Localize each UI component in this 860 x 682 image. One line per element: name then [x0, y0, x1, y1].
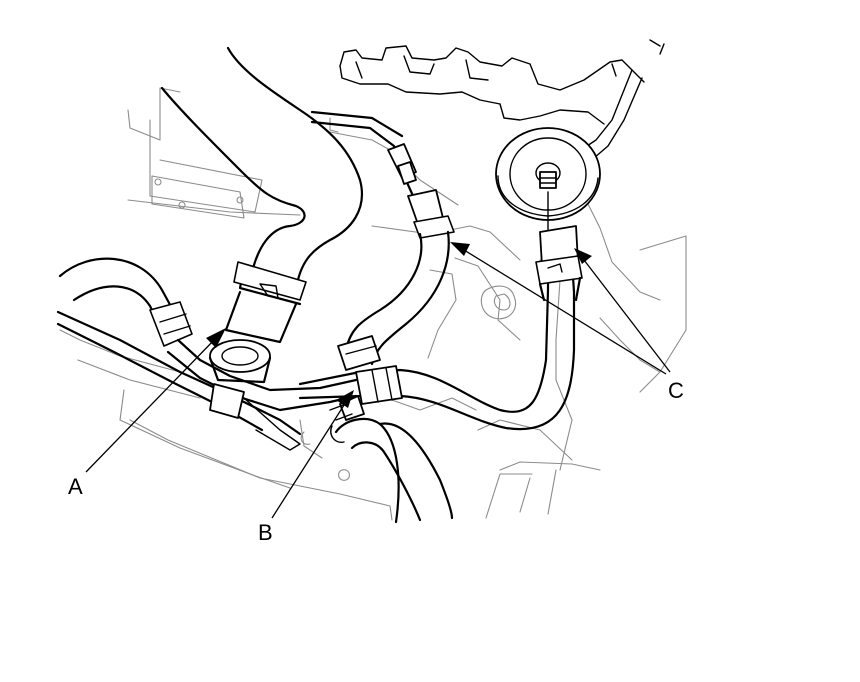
air-intake-duct — [160, 46, 363, 384]
bottom-hose — [329, 395, 454, 524]
callout-c-leaders — [450, 242, 671, 375]
callout-a-label: A — [68, 474, 83, 499]
callout-b-leader — [271, 390, 354, 519]
lower-hose — [298, 225, 583, 431]
callout-b-label: B — [258, 520, 273, 545]
heater-pipe — [56, 310, 302, 451]
upper-hose — [310, 110, 455, 371]
callout-a-leader — [85, 328, 226, 473]
reservoir-tank — [495, 127, 601, 233]
callout-c-label: C — [668, 378, 684, 403]
left-coolant-hose — [58, 257, 358, 412]
